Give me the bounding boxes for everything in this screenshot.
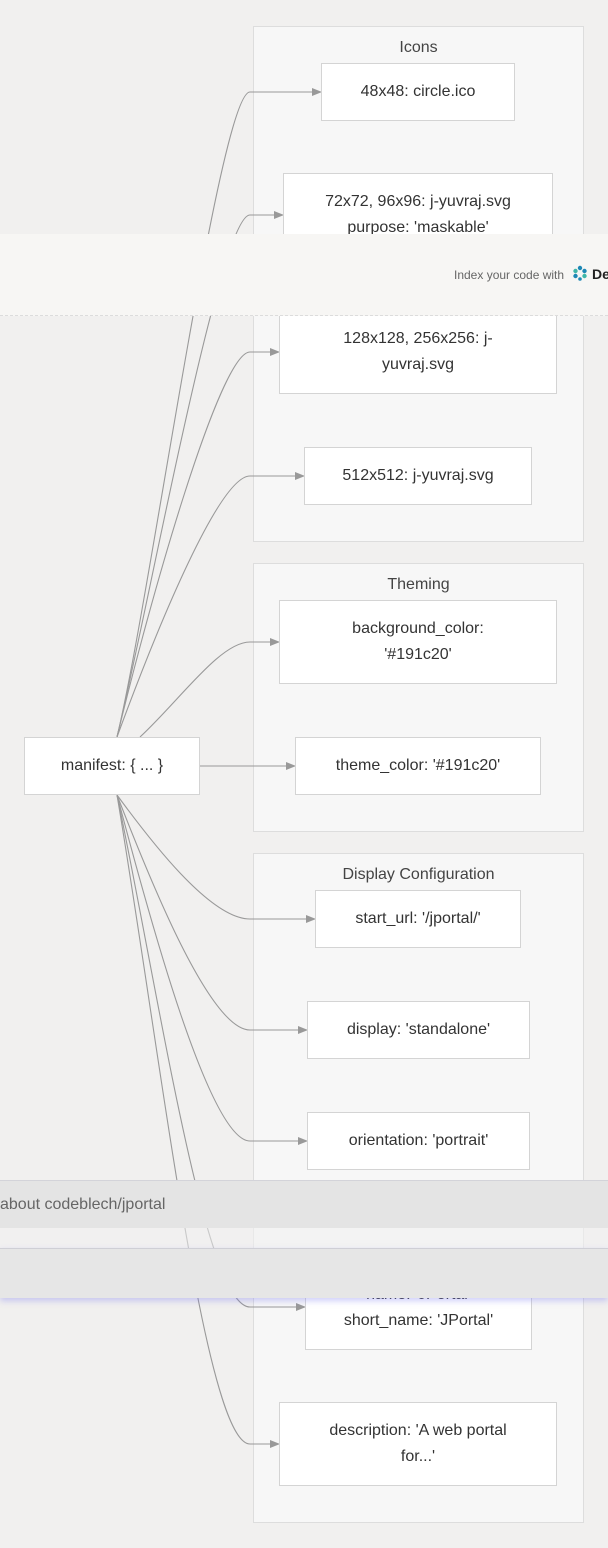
index-code-banner: Index your code with De bbox=[0, 234, 608, 316]
display-node[interactable]: display: 'standalone' bbox=[307, 1001, 530, 1059]
edge-to-72x72 bbox=[116, 211, 284, 738]
edge-to-start-url bbox=[116, 794, 316, 923]
chat-input[interactable] bbox=[0, 1248, 608, 1298]
orientation-node[interactable]: orientation: 'portrait' bbox=[307, 1112, 530, 1170]
icon-72x72-96x96-node[interactable]: 72x72, 96x96: j-yuvraj.svg purpose: 'mas… bbox=[283, 173, 553, 257]
edge-to-background-color bbox=[139, 638, 280, 738]
chat-header: about codeblech/jportal bbox=[0, 1180, 608, 1228]
chat-label: about codeblech/jportal bbox=[0, 1196, 166, 1213]
theme-color-node[interactable]: theme_color: '#191c20' bbox=[295, 737, 541, 795]
edge-to-description bbox=[116, 794, 280, 1448]
description-node[interactable]: description: 'A web portal for...' bbox=[279, 1402, 557, 1486]
icon-128x128-256x256-node[interactable]: 128x128, 256x256: j- yuvraj.svg bbox=[279, 310, 557, 394]
start-url-node[interactable]: start_url: '/jportal/' bbox=[315, 890, 521, 948]
edge-to-128x128 bbox=[116, 348, 280, 738]
icons-group-title: Icons bbox=[399, 39, 438, 56]
edge-to-display bbox=[116, 794, 308, 1034]
banner-brand[interactable]: De bbox=[592, 266, 608, 282]
edge-to-orientation bbox=[116, 794, 308, 1145]
icon-48x48-node[interactable]: 48x48: circle.ico bbox=[321, 63, 515, 121]
display-config-group-title: Display Configuration bbox=[342, 866, 495, 883]
devin-logo-icon[interactable] bbox=[572, 265, 588, 281]
icon-512x512-node[interactable]: 512x512: j-yuvraj.svg bbox=[304, 447, 532, 505]
theming-group-title: Theming bbox=[387, 576, 450, 593]
edge-to-48x48 bbox=[116, 88, 322, 738]
banner-text: Index your code with bbox=[454, 268, 565, 282]
manifest-root-node[interactable]: manifest: { ... } bbox=[24, 737, 200, 795]
chat-gap bbox=[0, 1228, 608, 1248]
background-color-node[interactable]: background_color: '#191c20' bbox=[279, 600, 557, 684]
chat-overlay: about codeblech/jportal bbox=[0, 1180, 608, 1298]
edge-to-512x512 bbox=[116, 472, 305, 738]
